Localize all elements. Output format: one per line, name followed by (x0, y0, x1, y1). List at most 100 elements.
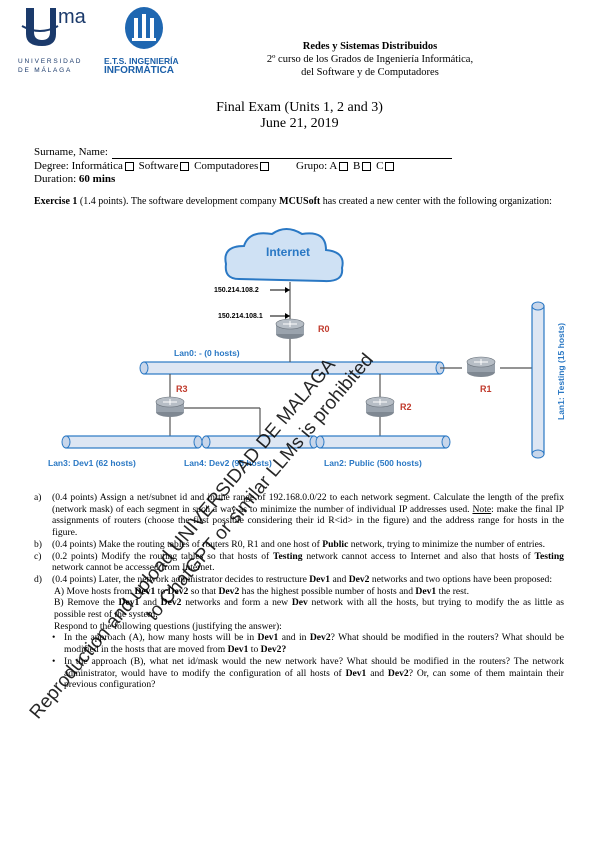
bullet-1-dot: • (52, 632, 56, 644)
question-d-text: (0.4 points) Later, the network administ… (52, 574, 564, 586)
question-d-bold2: Dev2 (348, 573, 370, 585)
group-checkbox-b[interactable] (362, 161, 372, 171)
question-b-label: b) (34, 538, 42, 550)
internet-cloud-icon (224, 228, 344, 283)
etsi-emblem-icon (125, 7, 163, 49)
bullet-2-and: and (370, 667, 385, 679)
etsi-line1: E.T.S. INGENIERÍA (104, 56, 179, 66)
question-a: a) (0.4 points) Assign a net/subnet id a… (34, 492, 564, 539)
group-checkbox-a[interactable] (339, 161, 349, 171)
group-option-c: C (376, 160, 384, 172)
lan1-label: Lan1: Testing (15 hosts) (556, 323, 566, 420)
group-label: Grupo: (296, 160, 328, 172)
exercise-intro: Exercise 1 (1.4 points). The software de… (34, 196, 564, 208)
question-c-bold1: Testing (273, 550, 303, 562)
etsi-logo: E.T.S. INGENIERÍA INFORMÁTICA (104, 6, 199, 76)
duration-value: 60 mins (78, 173, 116, 185)
question-d-and: and (332, 573, 347, 585)
question-b-text: (0.4 points) Make the routing tables of … (52, 539, 564, 551)
duration-label: Duration: (34, 173, 77, 185)
option-a-part3: has the highest possible number of hosts… (241, 585, 413, 597)
question-c-part1: (0.2 points) Modify the routing tables s… (52, 550, 270, 562)
note-label: Note (472, 503, 492, 515)
bullet-1-text: In the approach (A), how many hosts will… (64, 632, 564, 655)
bullet-2-dot: • (52, 655, 56, 667)
bullet-2-part2: ? Or, can some of them maintain their pr… (64, 667, 564, 691)
option-b-b2: Dev2 (160, 597, 182, 609)
degree-checkbox-informatica[interactable] (124, 161, 134, 171)
etsi-name: E.T.S. INGENIERÍA INFORMÁTICA (104, 56, 204, 76)
question-d-part2: networks and two options have been propo… (371, 573, 553, 585)
question-b-part1: (0.4 points) Make the routing tables of … (52, 538, 320, 550)
arrow-head-top (285, 287, 290, 293)
bullet-1-b3: Dev1 (227, 644, 249, 656)
bullet-1-part1: In the approach (A), how many hosts will… (64, 632, 255, 644)
course-title: Redes y Sistemas Distribuidos (302, 41, 438, 52)
option-b-part3: network with all the hosts, but trying t… (54, 597, 564, 621)
ip-top-label: 150.214.108.2 (214, 287, 259, 294)
bullet-1-b4: Dev2 (260, 644, 282, 656)
uma-letters: ma (58, 6, 86, 28)
question-c-label: c) (34, 550, 42, 562)
option-b-and: and (143, 597, 157, 609)
option-a: A) Move hosts from Dev1 to Dev2 so that … (34, 586, 564, 598)
r2-label: R2 (400, 402, 412, 412)
exam-title: Final Exam (Units 1, 2 and 3) (216, 100, 383, 115)
uma-logo: ma UNIVERSIDAD DE MÁLAGA (18, 6, 98, 76)
bullet-1-to: to (250, 644, 259, 656)
exercise-label: Exercise 1 (34, 196, 78, 207)
degree-checkbox-computadores[interactable] (260, 161, 270, 171)
option-a-to: to (157, 585, 166, 597)
name-field[interactable] (111, 148, 452, 159)
course-line3: del Software y de Computadores (301, 67, 439, 78)
internet-label: Internet (266, 245, 310, 259)
name-label: Surname, Name: (34, 146, 108, 158)
bullet-1-and: and in (281, 632, 307, 644)
bullet-2-b1: Dev1 (345, 667, 367, 679)
option-a-part4: the rest. (438, 585, 469, 597)
bullet-2-b2: Dev2 (387, 667, 409, 679)
degree-option-informatica: Informática (71, 160, 123, 172)
bullet-1-b2: Dev2 (309, 632, 331, 644)
option-a-b2: Dev2 (167, 585, 189, 597)
exercise-rest: has created a new center with the follow… (322, 196, 552, 207)
arrow-head-bottom (285, 313, 290, 319)
exam-date: June 21, 2019 (260, 116, 339, 131)
degree-row: Degree: Informática Software Computadore… (34, 160, 574, 173)
course-line2: 2º curso de los Grados de Ingeniería Inf… (266, 54, 474, 65)
question-c: c) (0.2 points) Modify the routing table… (34, 551, 564, 574)
bullet-2: • In the approach (B), what net id/mask … (34, 656, 564, 691)
uma-emblem-icon (21, 8, 59, 46)
option-a-b3: Dev2 (218, 585, 240, 597)
router-r0-icon (275, 318, 305, 339)
lan2-pipe (315, 435, 451, 449)
lan3-label: Lan3: Dev1 (62 hosts) (48, 458, 136, 468)
router-r3-icon (155, 396, 185, 417)
bullet-1-b1: Dev1 (257, 632, 279, 644)
option-a-part2: so that (190, 585, 217, 597)
lan0-label: Lan0: - (0 hosts) (174, 348, 240, 358)
question-b-bold: Public (322, 538, 349, 550)
exam-title-block: Final Exam (Units 1, 2 and 3) June 21, 2… (0, 100, 599, 132)
question-d-label: d) (34, 573, 42, 585)
uma-city: DE MÁLAGA (18, 67, 73, 74)
option-b-part2: networks and form a new (185, 597, 289, 609)
name-row: Surname, Name: (34, 146, 574, 159)
degree-label: Degree: (34, 160, 69, 172)
question-a-text: (0.4 points) Assign a net/subnet id and … (52, 492, 564, 539)
degree-option-software: Software (138, 160, 179, 172)
bullet-2-text: In the approach (B), what net id/mask wo… (64, 656, 564, 691)
option-a-b1: Dev1 (134, 585, 156, 597)
group-checkbox-c[interactable] (385, 161, 395, 171)
degree-checkbox-software[interactable] (180, 161, 190, 171)
option-a-part1: A) Move hosts from (54, 585, 133, 597)
lan0-pipe (139, 361, 445, 375)
lan1-pipe (531, 301, 545, 459)
course-header: Redes y Sistemas Distribuidos 2º curso d… (200, 40, 540, 79)
r3-label: R3 (176, 384, 188, 394)
etsi-line2: INFORMÁTICA (104, 65, 174, 76)
duration-row: Duration: 60 mins (34, 173, 574, 186)
bullet-1-q: ? (281, 644, 287, 656)
lan4-pipe (201, 435, 319, 449)
question-b: b) (0.4 points) Make the routing tables … (34, 539, 564, 551)
